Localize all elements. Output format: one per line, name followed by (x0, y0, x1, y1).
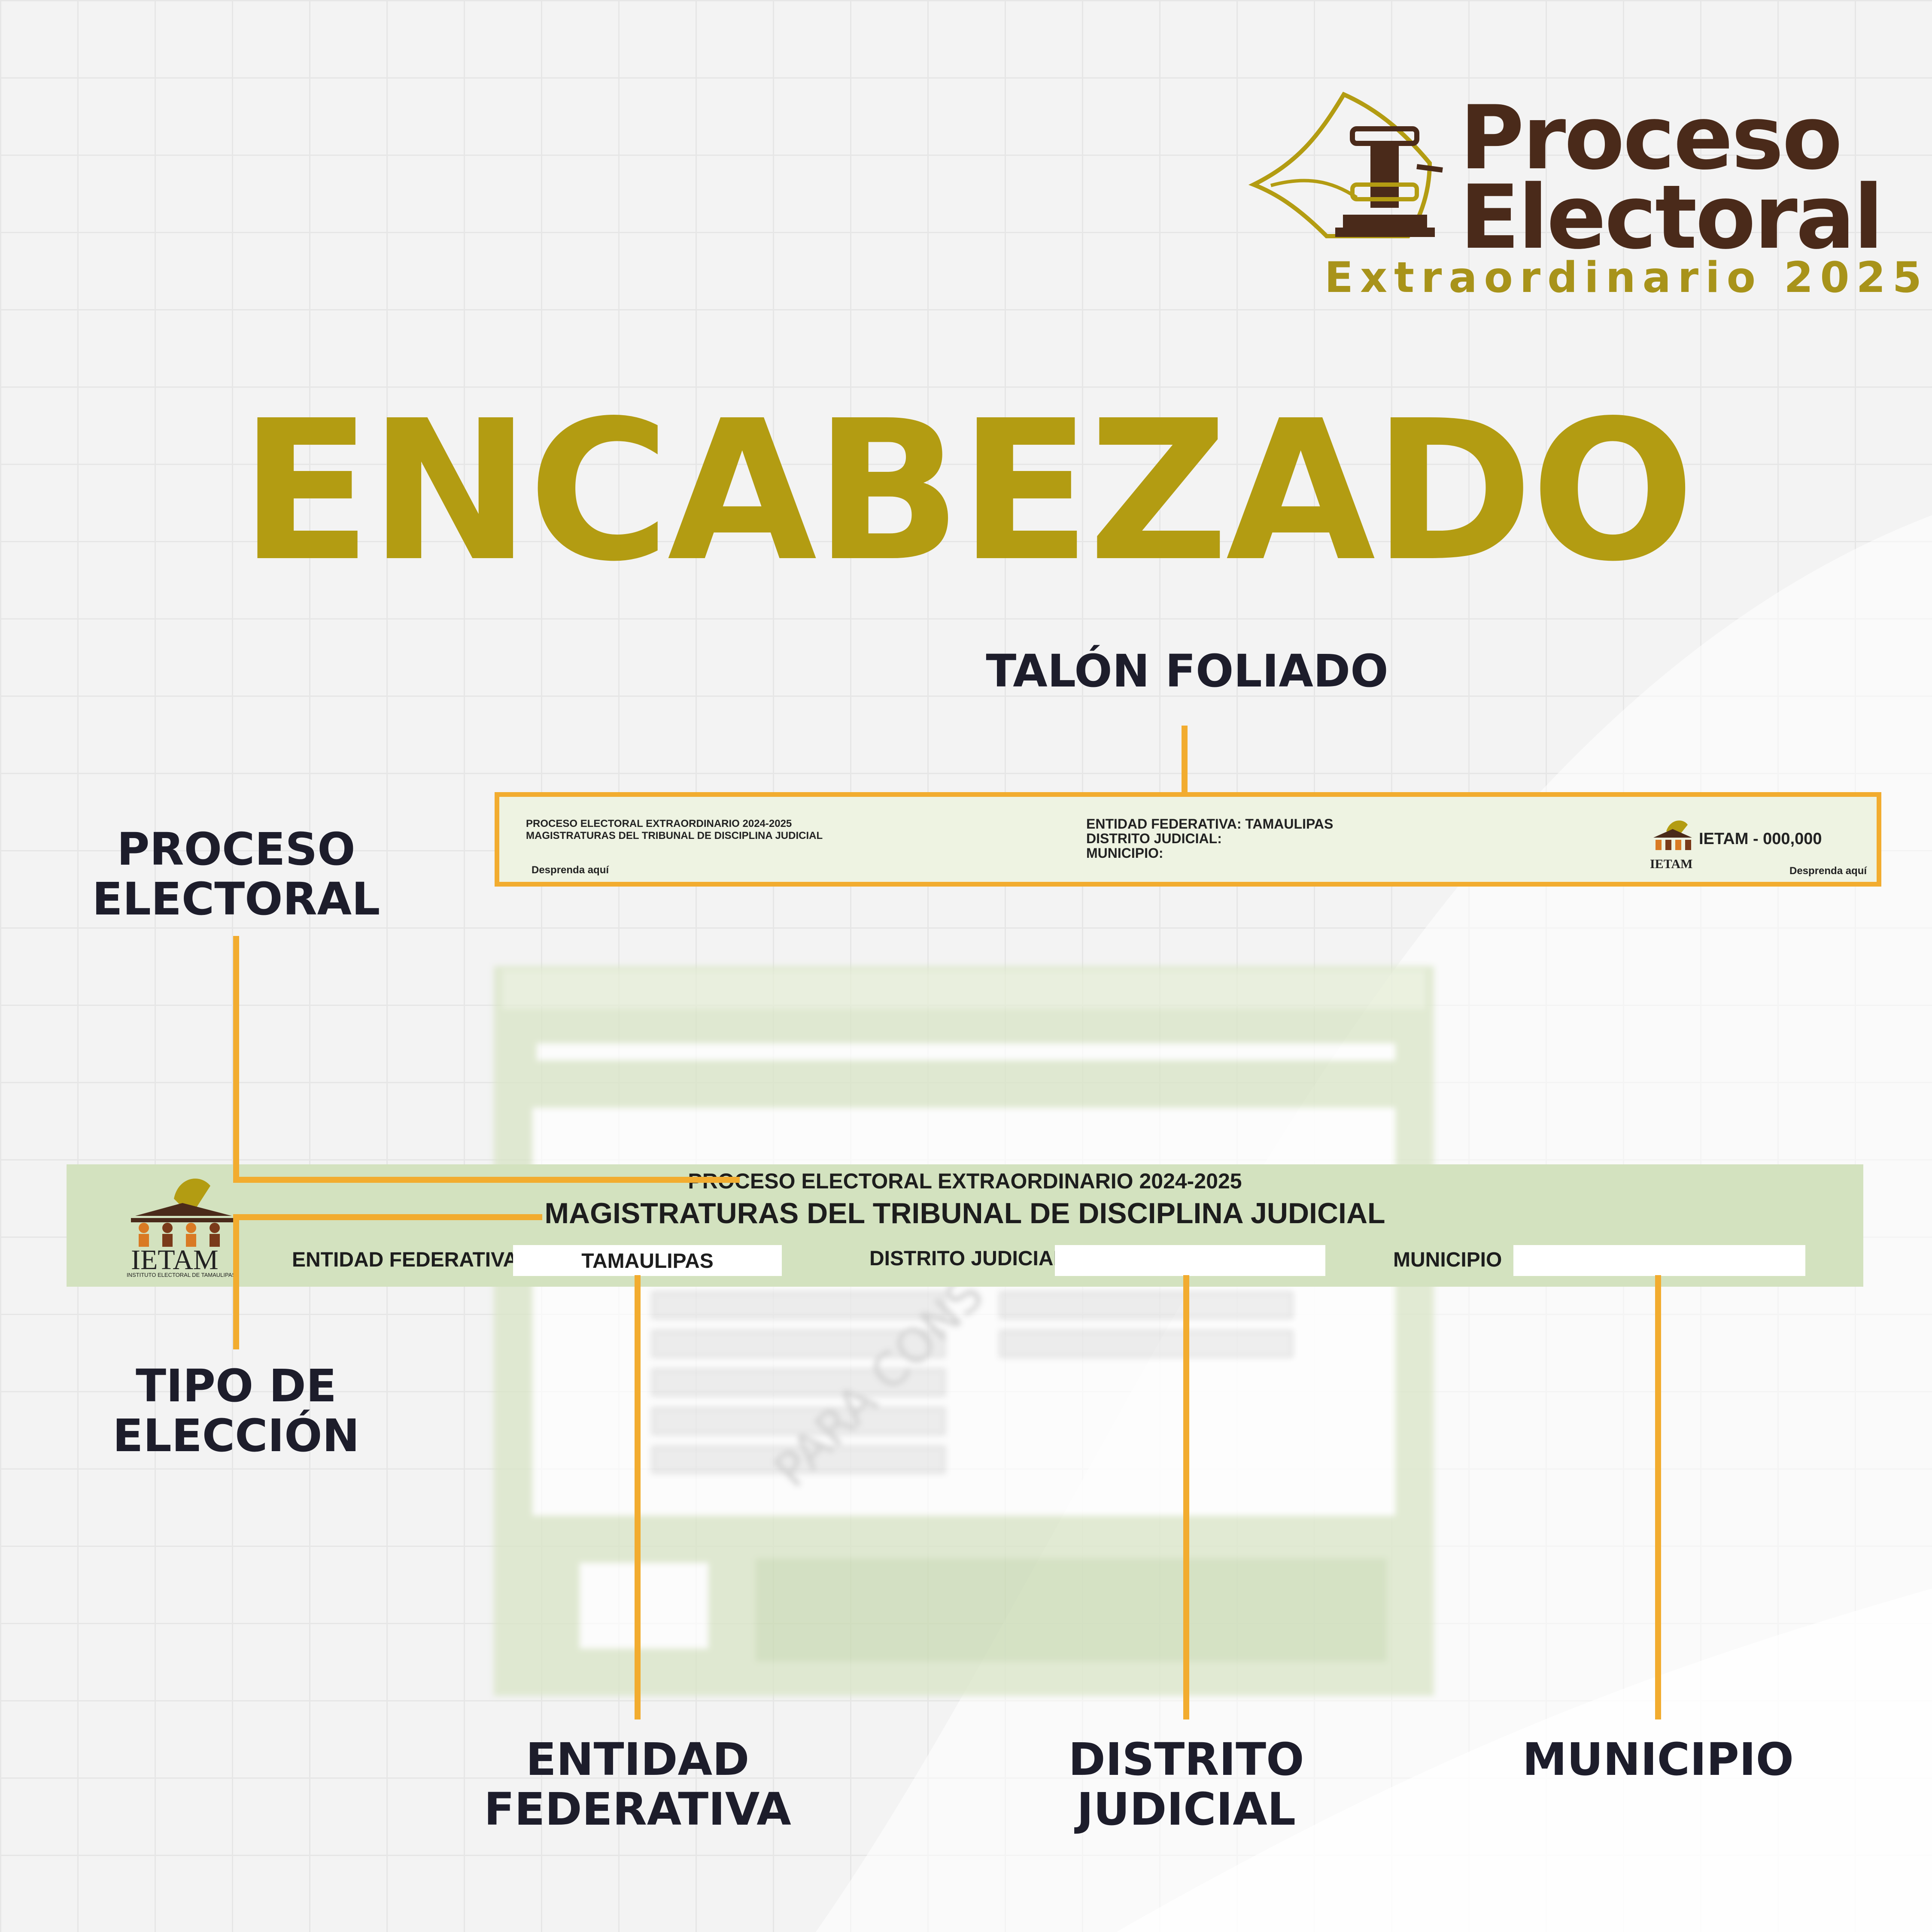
label-talon-foliado: TALÓN FOLIADO (986, 645, 1388, 697)
label-entidad-federativa: ENTIDAD FEDERATIVA (444, 1735, 831, 1835)
connector-talon (1182, 726, 1188, 794)
logo-text-proceso: Proceso (1460, 87, 1843, 189)
entidad-value: TAMAULIPAS (581, 1250, 714, 1273)
talon-foliado-box: PROCESO ELECTORAL EXTRAORDINARIO 2024-20… (495, 792, 1881, 887)
connector-proceso-horizontal (233, 1177, 740, 1183)
talon-desprenda-left: Desprenda aquí (532, 864, 609, 876)
label-proceso-electoral-line1: PROCESO (117, 823, 355, 875)
header-election-type: MAGISTRATURAS DEL TRIBUNAL DE DISCIPLINA… (544, 1197, 1385, 1230)
connector-distrito (1183, 1275, 1189, 1719)
ietam-logo-icon (1653, 820, 1692, 850)
ietam-subtitle: INSTITUTO ELECTORAL DE TAMAULIPAS (127, 1272, 236, 1278)
municipio-field (1513, 1245, 1805, 1276)
logo-text-electoral: Electoral (1460, 167, 1883, 269)
header-municipio-label: MUNICIPIO (1393, 1249, 1502, 1271)
talon-municipio: MUNICIPIO: (1086, 845, 1163, 861)
connector-tipo-vertical (233, 1214, 239, 1349)
distrito-field (1055, 1245, 1325, 1276)
connector-tipo-horizontal (233, 1214, 542, 1220)
logo-text-extraordinario: Extraordinario 2025 (1324, 253, 1929, 302)
label-tipo-eleccion: TIPO DE ELECCIÓN (64, 1361, 408, 1461)
label-tipo-eleccion-line1: TIPO DE (136, 1360, 337, 1412)
talon-entidad: ENTIDAD FEDERATIVA: TAMAULIPAS (1086, 816, 1334, 832)
gavel-icon (1248, 91, 1443, 238)
label-distrito-judicial: DISTRITO JUDICIAL (993, 1735, 1379, 1835)
page-title: ENCABEZADO (240, 379, 1695, 604)
label-entidad-line1: ENTIDAD (526, 1733, 750, 1786)
label-proceso-electoral-line2: ELECTORAL (92, 873, 380, 926)
label-distrito-line1: DISTRITO (1068, 1733, 1304, 1786)
talon-process-line1: PROCESO ELECTORAL EXTRAORDINARIO 2024-20… (526, 818, 792, 829)
header-entidad-label: ENTIDAD FEDERATIVA (292, 1249, 518, 1271)
entidad-field: TAMAULIPAS (513, 1245, 782, 1276)
header-process: PROCESO ELECTORAL EXTRAORDINARIO 2024-20… (688, 1169, 1242, 1193)
ietam-logo-icon (131, 1179, 234, 1247)
label-distrito-line2: JUDICIAL (1077, 1783, 1296, 1836)
label-entidad-line2: FEDERATIVA (484, 1783, 791, 1836)
ballot-header-band: IETAM INSTITUTO ELECTORAL DE TAMAULIPAS … (67, 1164, 1863, 1287)
header-distrito-label: DISTRITO JUDICIAL (869, 1247, 1066, 1270)
ietam-wordmark: IETAM (131, 1244, 219, 1276)
connector-entidad (635, 1275, 641, 1719)
talon-folio-number: IETAM - 000,000 (1699, 830, 1822, 848)
talon-ietam-wordmark: IETAM (1650, 857, 1693, 871)
talon-distrito: DISTRITO JUDICIAL: (1086, 831, 1222, 846)
label-proceso-electoral: PROCESO ELECTORAL (64, 824, 408, 924)
connector-proceso-vertical (233, 936, 239, 1183)
label-tipo-eleccion-line2: ELECCIÓN (112, 1410, 360, 1462)
talon-process-line2: MAGISTRATURAS DEL TRIBUNAL DE DISCIPLINA… (526, 830, 823, 841)
label-municipio: MUNICIPIO (1522, 1733, 1794, 1786)
talon-desprenda-right: Desprenda aquí (1789, 865, 1867, 877)
connector-municipio (1655, 1275, 1661, 1719)
proceso-electoral-logo: Proceso Electoral Extraordinario 2025 (1245, 86, 1922, 302)
